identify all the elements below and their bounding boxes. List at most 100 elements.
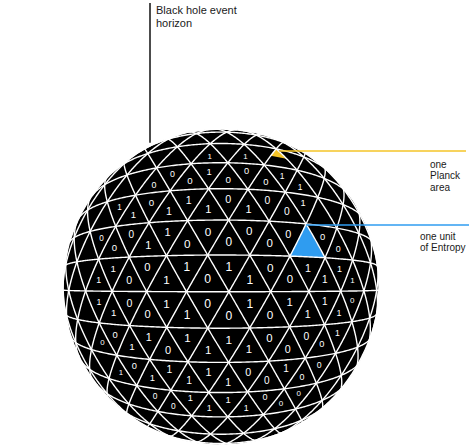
bit-digit: 0 bbox=[100, 339, 104, 347]
planck-leader-line bbox=[279, 150, 466, 152]
bit-digit: 0 bbox=[350, 297, 354, 305]
bit-digit: 0 bbox=[225, 237, 232, 249]
bit-digit: 0 bbox=[184, 238, 191, 250]
bit-digit: 1 bbox=[225, 334, 232, 346]
bit-digit: 1 bbox=[184, 310, 191, 322]
bit-digit: 0 bbox=[127, 297, 133, 308]
bit-digit: 0 bbox=[112, 243, 117, 253]
bit-digit: 1 bbox=[300, 200, 305, 209]
bit-digit: 1 bbox=[166, 206, 172, 217]
bit-digit: 0 bbox=[246, 226, 252, 238]
bit-digit: 1 bbox=[167, 365, 173, 375]
bit-digit: 1 bbox=[205, 367, 211, 378]
bit-digit: 1 bbox=[208, 153, 212, 161]
grid-line bbox=[157, 431, 285, 443]
bit-digit: 1 bbox=[337, 308, 342, 317]
callout-label: one unit of Entropy bbox=[420, 231, 466, 254]
bit-digit: 0 bbox=[317, 360, 322, 369]
bit-digit: 0 bbox=[320, 232, 325, 241]
bit-digit: 1 bbox=[243, 153, 247, 161]
bit-digit: 1 bbox=[205, 345, 211, 357]
bit-digit: 0 bbox=[113, 330, 118, 339]
grid-line bbox=[279, 264, 378, 434]
bit-digit: 0 bbox=[225, 194, 231, 205]
bit-digit: 0 bbox=[285, 228, 291, 239]
grid-line bbox=[105, 178, 259, 441]
bit-digit: 0 bbox=[319, 341, 324, 350]
bit-digit: 1 bbox=[225, 377, 231, 388]
bit-digit: 1 bbox=[207, 404, 212, 413]
grid-line bbox=[314, 159, 378, 270]
bit-digit: 1 bbox=[184, 333, 190, 345]
bit-digit: 0 bbox=[204, 273, 211, 285]
grid-line bbox=[92, 163, 350, 196]
bit-digit: 0 bbox=[225, 175, 230, 185]
bit-digit: 0 bbox=[284, 207, 290, 217]
bit-digit: 1 bbox=[335, 329, 340, 338]
grid-line bbox=[147, 153, 305, 426]
bit-digit: 0 bbox=[267, 262, 274, 274]
grid-line bbox=[243, 131, 370, 347]
bit-digit: 1 bbox=[305, 309, 311, 320]
grid-line bbox=[78, 189, 363, 220]
grid-line bbox=[107, 134, 261, 398]
bit-digit: 0 bbox=[265, 196, 271, 206]
bit-digit: 1 bbox=[322, 297, 328, 307]
bit-digit: 1 bbox=[246, 205, 252, 216]
bit-digit: 0 bbox=[285, 343, 291, 354]
entropy-leader-line bbox=[306, 224, 469, 226]
grid-line bbox=[189, 132, 341, 392]
bit-digit: 0 bbox=[132, 362, 137, 371]
bit-digit: 0 bbox=[145, 309, 151, 320]
bit-digit: 1 bbox=[111, 264, 116, 274]
grid-line bbox=[219, 206, 360, 445]
bit-digit: 1 bbox=[298, 182, 303, 190]
bit-digit: 0 bbox=[304, 331, 310, 341]
grid-line bbox=[63, 290, 379, 292]
bit-digit: 1 bbox=[184, 261, 191, 273]
bit-digit: 1 bbox=[225, 396, 230, 405]
bit-digit: 0 bbox=[144, 262, 150, 273]
bit-digit: 0 bbox=[263, 394, 268, 403]
bit-digit: 0 bbox=[99, 235, 104, 243]
callout-label: Black hole event horizon bbox=[156, 4, 238, 29]
horizon-leader-line bbox=[149, 3, 151, 143]
grid-line bbox=[275, 139, 377, 315]
bit-digit: 1 bbox=[146, 332, 152, 343]
bit-digit: 1 bbox=[150, 374, 155, 383]
bit-digit: 1 bbox=[207, 167, 212, 176]
bit-digit: 0 bbox=[267, 310, 274, 322]
bit-digit: 0 bbox=[287, 274, 293, 285]
bit-digit: 0 bbox=[205, 226, 212, 238]
bit-digit: 0 bbox=[170, 170, 175, 179]
bit-digit: 0 bbox=[264, 376, 270, 386]
event-horizon-sphere bbox=[63, 129, 379, 445]
grid-line bbox=[120, 408, 323, 434]
bit-digit: 0 bbox=[225, 310, 232, 322]
bit-digit: 1 bbox=[129, 342, 134, 352]
grid-line bbox=[81, 361, 360, 393]
bit-digit: 0 bbox=[126, 275, 132, 286]
bit-digit: 0 bbox=[299, 372, 304, 381]
bit-digit: 0 bbox=[165, 344, 171, 355]
bit-digit: 1 bbox=[188, 395, 193, 404]
bit-digit: 1 bbox=[225, 261, 232, 273]
bit-digit: 1 bbox=[163, 274, 170, 286]
bit-digit: 0 bbox=[336, 244, 341, 253]
bit-digit: 1 bbox=[117, 204, 122, 212]
bit-digit: 1 bbox=[246, 298, 253, 310]
sphere-outline bbox=[63, 129, 379, 445]
bit-digit: 0 bbox=[204, 298, 211, 310]
bit-digit: 1 bbox=[283, 364, 289, 374]
grid-line bbox=[247, 231, 371, 443]
bit-digit: 0 bbox=[245, 366, 251, 377]
bit-digit: 1 bbox=[337, 265, 342, 274]
bit-digit: 1 bbox=[111, 308, 116, 318]
bit-digit: 0 bbox=[263, 177, 268, 186]
grid-line bbox=[97, 384, 345, 416]
bit-digit: 1 bbox=[280, 172, 285, 180]
planck-grid bbox=[63, 129, 379, 445]
bit-digit: 0 bbox=[266, 333, 272, 344]
